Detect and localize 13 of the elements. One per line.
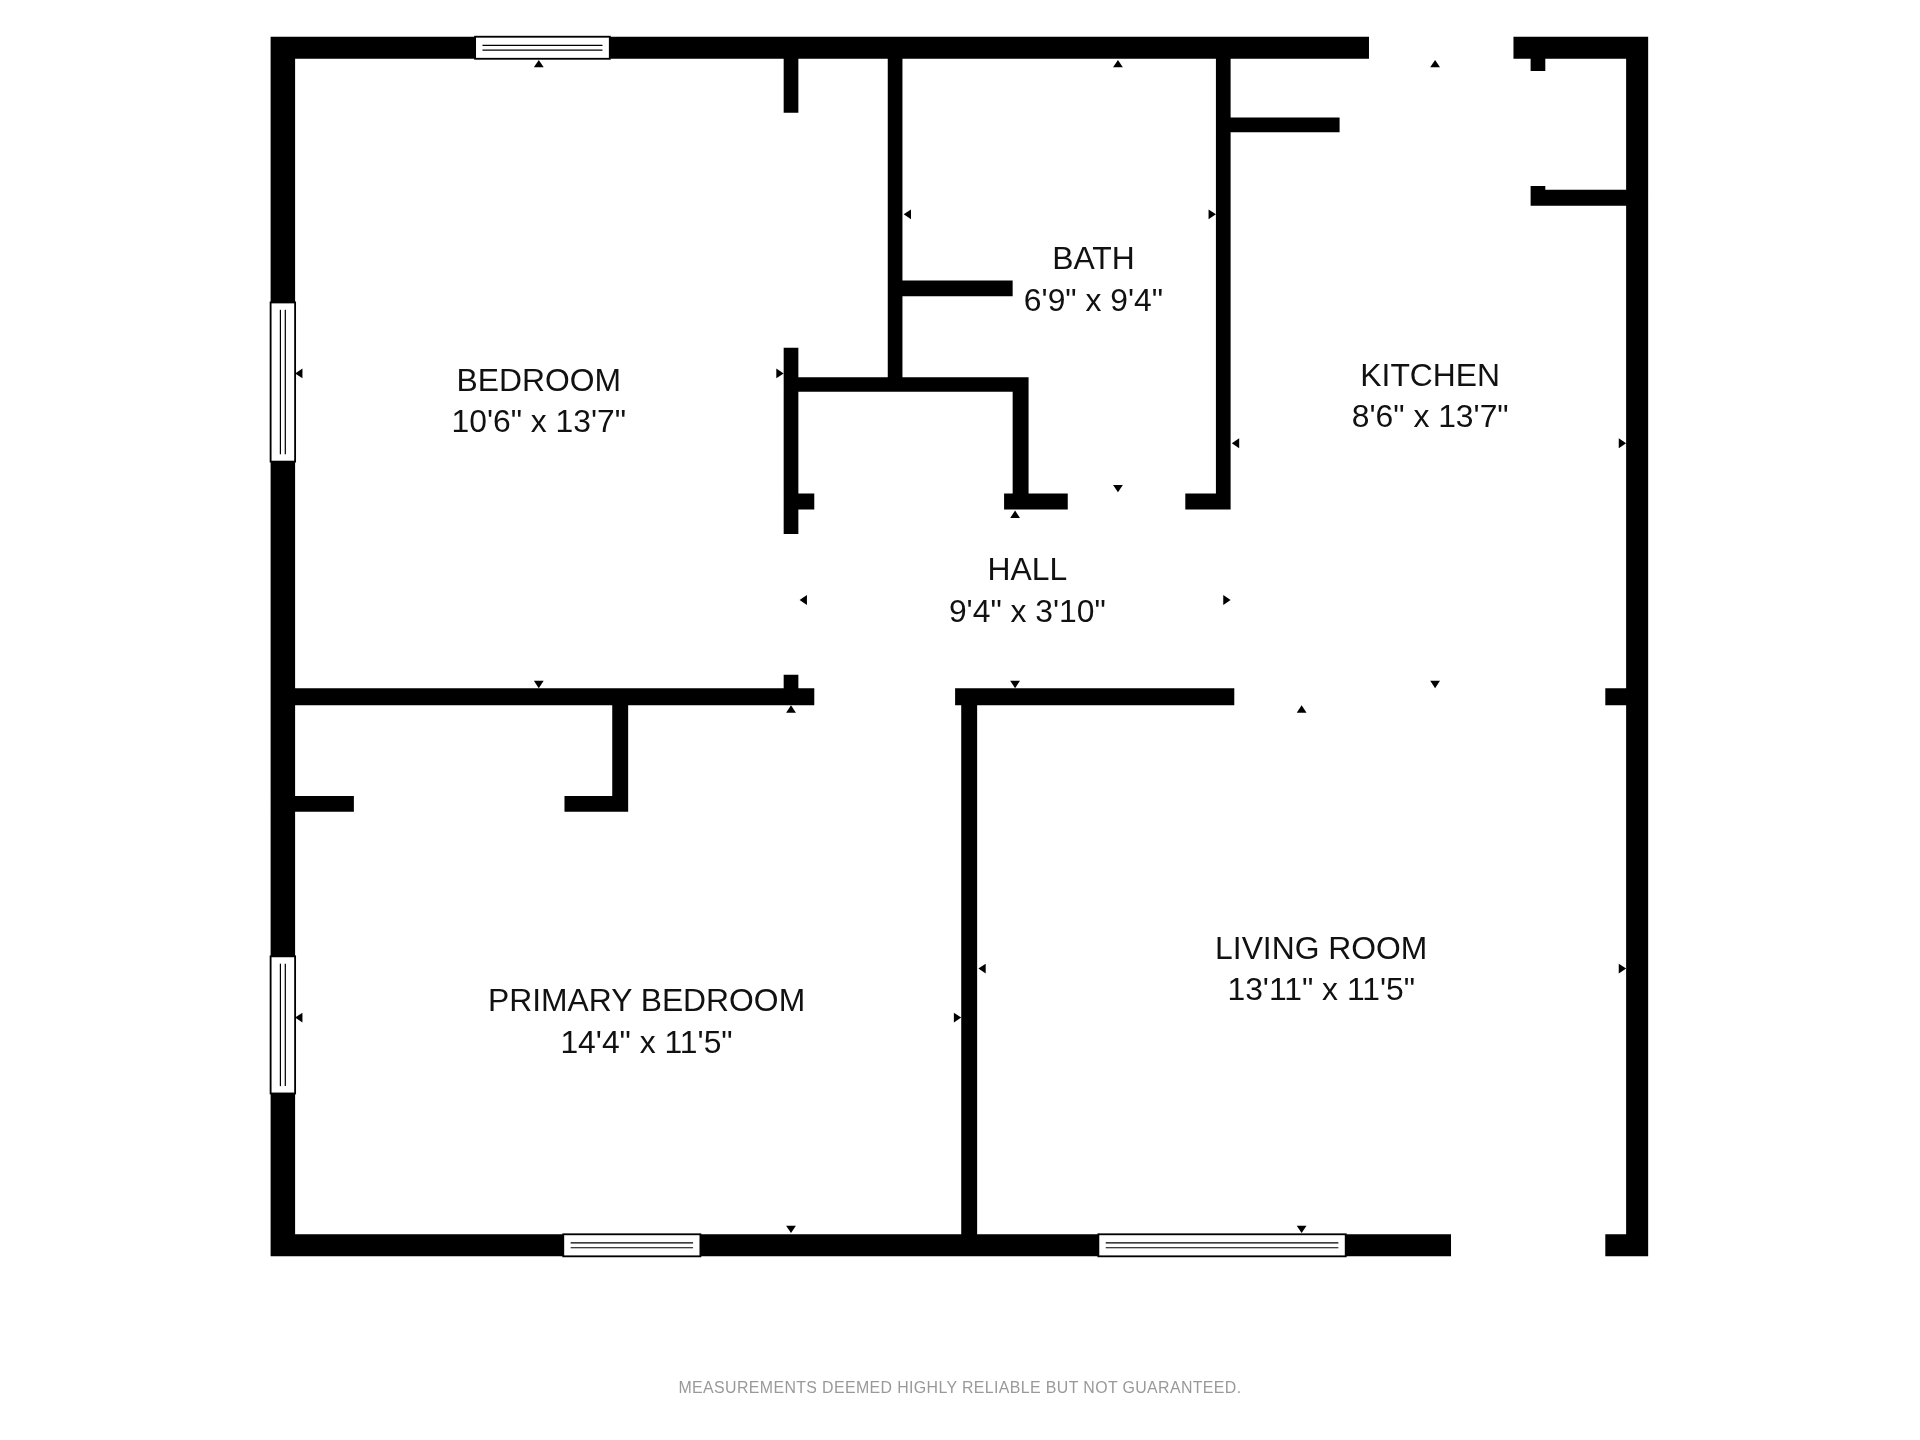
room-name: BEDROOM bbox=[455, 360, 623, 400]
room-dimensions: 10'6" x 13'7" bbox=[451, 401, 627, 442]
room-dimensions: 9'4" x 3'10" bbox=[948, 591, 1106, 632]
room-name: PRIMARY BEDROOM bbox=[487, 981, 806, 1021]
room-name: KITCHEN bbox=[1359, 355, 1502, 396]
room-dimensions: 14'4" x 11'5" bbox=[559, 1022, 734, 1063]
room-name: LIVING ROOM bbox=[1215, 928, 1428, 969]
room-name: HALL bbox=[986, 550, 1069, 590]
disclaimer-note: MEASUREMENTS DEEMED HIGHLY RELIABLE BUT NOT GUARANTEED. bbox=[678, 1378, 1242, 1398]
room-dimensions: 6'9" x 9'4" bbox=[1023, 280, 1164, 321]
room-name: BATH bbox=[1051, 239, 1136, 279]
room-dimensions: 8'6" x 13'7" bbox=[1351, 396, 1509, 437]
room-dimensions: 13'11" x 11'5" bbox=[1226, 970, 1416, 1010]
